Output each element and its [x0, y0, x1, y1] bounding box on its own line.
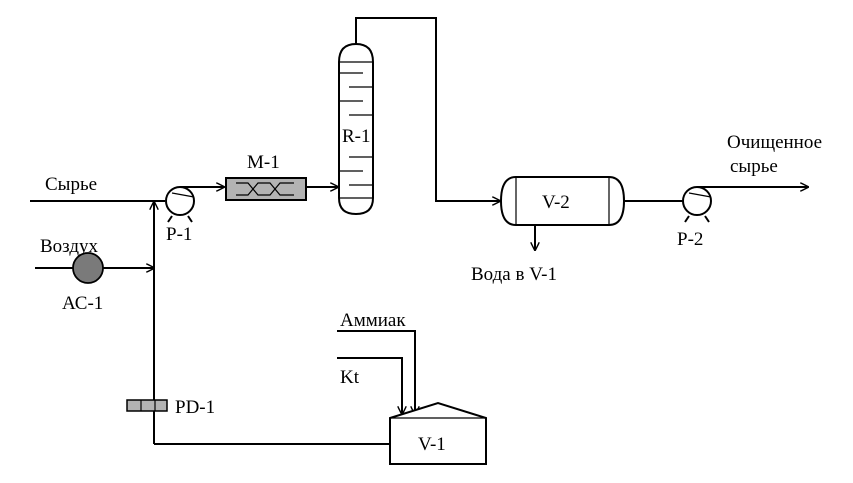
- catalyst-label: Kt: [340, 367, 360, 388]
- reactor-label: R-1: [342, 126, 371, 147]
- feed-label: Сырье: [45, 174, 97, 195]
- pump-p2-label: Р-2: [677, 229, 703, 250]
- vessel-v1: V-1: [389, 401, 487, 465]
- pressure-device-label: PD-1: [175, 397, 215, 418]
- mixer-label: М-1: [247, 152, 280, 173]
- ammonia-stream: Аммиак: [337, 310, 415, 414]
- recycle-line: PD-1: [126, 202, 390, 445]
- pump-p1-legs: [167, 215, 193, 223]
- compressor-label: АС-1: [62, 293, 103, 314]
- mixer-body: [225, 177, 307, 201]
- reactor-trays: [339, 72, 373, 186]
- mixer-element: [236, 182, 294, 196]
- water-out-label: Вода в V-1: [471, 264, 557, 285]
- compressor-ac1: [72, 252, 104, 284]
- line-reactor-to-separator: [355, 17, 500, 201]
- mixer-m1: М-1: [225, 152, 307, 201]
- product-label-line2: сырье: [730, 156, 778, 177]
- air-label: Воздух: [40, 236, 99, 257]
- pump-p2-body: [682, 186, 712, 216]
- line-catalyst: [337, 357, 402, 414]
- pump-p1-vane: [171, 192, 195, 198]
- pump-p1-body: [165, 186, 195, 216]
- pump-p2: Р-2: [677, 186, 712, 250]
- catalyst-stream: Kt: [337, 357, 402, 414]
- pump-p1-label: Р-1: [166, 224, 192, 245]
- feed-stream: Сырье: [30, 174, 165, 202]
- pump-p2-legs: [684, 215, 710, 223]
- ammonia-label: Аммиак: [340, 310, 406, 331]
- reactor-r1: R-1: [338, 42, 374, 216]
- separator-label: V-2: [542, 192, 570, 213]
- pressure-device-pd1: [126, 399, 168, 412]
- reactor-label-bg: [343, 124, 371, 146]
- pump-p1: Р-1: [165, 186, 195, 245]
- line-ammonia: [337, 330, 415, 414]
- product-label-line1: Очищенное: [727, 132, 822, 153]
- air-stream: Воздух АС-1: [35, 236, 154, 314]
- separator-v2: V-2: [499, 176, 626, 226]
- pump-p2-vane: [688, 192, 712, 198]
- vessel-label: V-1: [418, 434, 446, 455]
